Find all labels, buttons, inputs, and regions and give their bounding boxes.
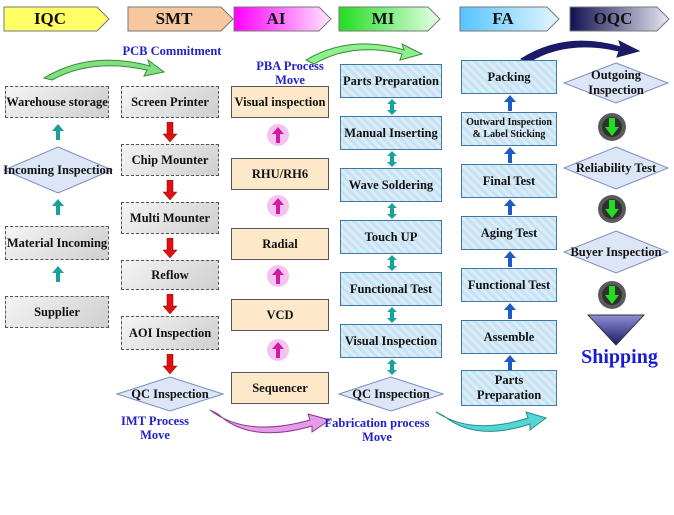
iqc-supplier: Supplier [5,296,109,328]
up-arrow-teal-icon [52,199,64,215]
down-arrow-green-circle-icon [598,113,626,141]
header-iqc-label: IQC [33,9,67,28]
fa-functional-test: Functional Test [461,268,557,302]
ai-rhu-rh6: RHU/RH6 [231,158,329,190]
down-arrow-red-icon [163,122,177,142]
down-arrow-red-icon [163,294,177,314]
mi-wave-soldering: Wave Soldering [340,168,442,202]
fa-outward-inspection: Outward Inspection & Label Sticking [461,112,557,146]
smt-qc-inspection: QC Inspection [116,376,224,412]
header-oqc-label: OQC [593,9,633,28]
header-mi-label: MI [371,9,395,28]
header-mi: MI [338,6,442,32]
double-arrow-teal-icon [387,255,397,271]
mi-manual-inserting: Manual Inserting [340,116,442,150]
curved-arrow-icon-iqc-smt [42,58,166,81]
up-arrow-blue-icon [504,251,516,267]
shipping-triangle-icon [586,314,646,346]
curved-arrow-icon-mi-fa [435,411,548,432]
shipping-label: Shipping [581,346,658,368]
curved-arrow-icon-ai-mi [304,43,424,65]
oqc-buyer-inspection-label: Buyer Inspection [570,244,662,259]
mi-functional-test: Functional Test [340,272,442,306]
iqc-incoming-inspection-label: Incoming Inspection [3,162,113,177]
up-arrow-magenta-circle-icon [267,195,289,217]
smt-reflow: Reflow [121,260,219,290]
ai-vcd: VCD [231,299,329,331]
fa-packing: Packing [461,60,557,94]
double-arrow-teal-icon [387,99,397,115]
up-arrow-blue-icon [504,147,516,163]
header-ai-label: AI [266,9,286,28]
oqc-reliability-test: Reliability Test [563,146,669,190]
double-arrow-teal-icon [387,203,397,219]
double-arrow-teal-icon [387,307,397,323]
smt-multi-mounter: Multi Mounter [121,202,219,234]
down-arrow-green-circle-icon [598,195,626,223]
up-arrow-blue-icon [504,199,516,215]
up-arrow-blue-icon [504,303,516,319]
header-iqc: IQC [3,6,111,32]
fa-assemble: Assemble [461,320,557,354]
oqc-buyer-inspection: Buyer Inspection [563,230,669,274]
note-pcb-commitment: PCB Commitment [122,44,222,58]
iqc-incoming-inspection: Incoming Inspection [3,146,113,194]
header-oqc: OQC [569,6,671,32]
down-arrow-red-icon [163,238,177,258]
header-fa: FA [459,6,561,32]
up-arrow-magenta-circle-icon [267,265,289,287]
fa-final-test: Final Test [461,164,557,198]
note-pba-process-move: PBA Process Move [256,59,324,87]
double-arrow-teal-icon [387,359,397,375]
up-arrow-blue-icon [504,95,516,111]
ai-radial: Radial [231,228,329,260]
iqc-warehouse-storage: Warehouse storage [5,86,109,118]
mi-qc-inspection-label: QC Inspection [352,386,430,401]
smt-qc-inspection-label: QC Inspection [131,386,209,401]
mi-touch-up: Touch UP [340,220,442,254]
double-arrow-teal-icon [387,151,397,167]
up-arrow-teal-icon [52,124,64,140]
fa-parts-preparation: Parts Preparation [461,370,557,406]
smt-aoi-inspection: AOI Inspection [121,316,219,350]
note-imt-process-move: IMT Process Move [121,414,189,442]
curved-arrow-icon-smt-ai [209,409,332,434]
header-smt-label: SMT [155,9,193,28]
down-arrow-red-icon [163,180,177,200]
curved-arrow-icon-fa-oqc [519,40,641,63]
mi-parts-preparation: Parts Preparation [340,64,442,98]
up-arrow-magenta-circle-icon [267,339,289,361]
header-fa-label: FA [492,9,514,28]
mi-qc-inspection: QC Inspection [338,376,444,412]
header-smt: SMT [127,6,235,32]
mi-visual-inspection: Visual Inspection [340,324,442,358]
smt-chip-mounter: Chip Mounter [121,144,219,176]
header-ai: AI [233,6,333,32]
oqc-reliability-test-label: Reliability Test [575,160,657,175]
smt-screen-printer: Screen Printer [121,86,219,118]
note-fabrication-process-move: Fabrication process Move [324,416,430,444]
down-arrow-red-icon [163,354,177,374]
iqc-material-incoming: Material Incoming [5,226,109,260]
ai-visual-inspection: Visual inspection [231,86,329,118]
oqc-outgoing-inspection: Outgoing Inspection [563,62,669,104]
up-arrow-magenta-circle-icon [267,124,289,146]
oqc-outgoing-inspection-label: Outgoing Inspection [588,68,644,97]
down-arrow-green-circle-icon [598,281,626,309]
fa-aging-test: Aging Test [461,216,557,250]
up-arrow-blue-icon [504,355,516,371]
ai-sequencer: Sequencer [231,372,329,404]
up-arrow-teal-icon [52,266,64,282]
